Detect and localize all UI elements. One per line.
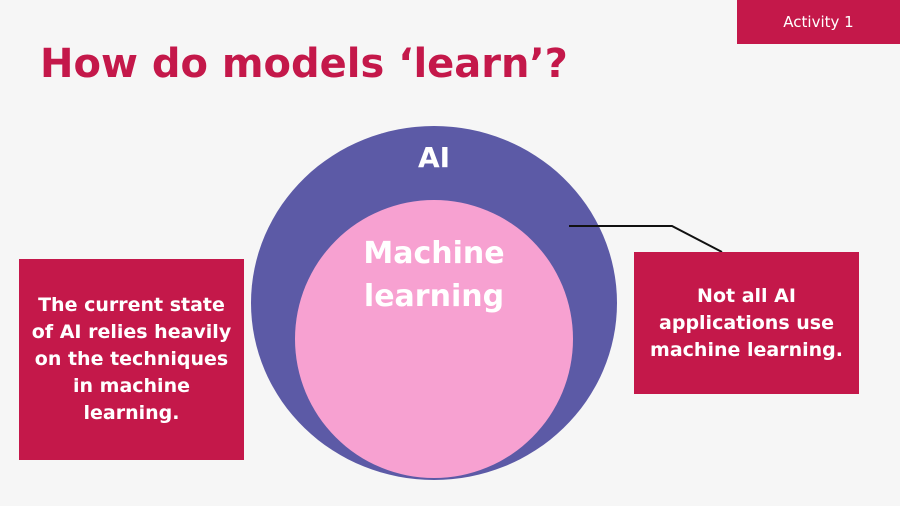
right-callout-box: Not all AI applications use machine lear… <box>634 252 859 394</box>
left-callout-text: The current state of AI relies heavily o… <box>31 294 232 424</box>
left-callout-box: The current state of AI relies heavily o… <box>19 259 244 460</box>
right-callout-text: Not all AI applications use machine lear… <box>650 284 843 361</box>
machine-learning-label: Machine learning <box>324 232 544 318</box>
machine-learning-label-line1: Machine <box>363 236 505 271</box>
ai-label: AI <box>417 141 451 174</box>
machine-learning-circle <box>295 200 573 478</box>
page-title: How do models ‘learn’? <box>40 41 568 87</box>
activity-badge: Activity 1 <box>737 0 900 44</box>
machine-learning-label-line2: learning <box>363 279 505 314</box>
